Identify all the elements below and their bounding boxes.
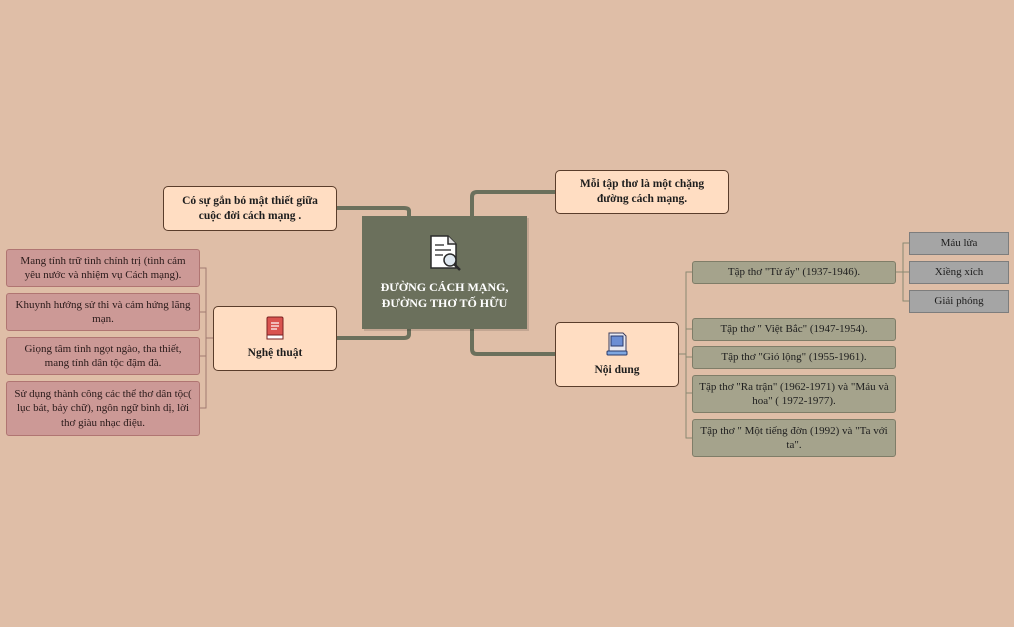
computer-icon <box>606 332 628 356</box>
connector-central-nghe-thuat <box>334 327 411 340</box>
central-topic[interactable]: ĐƯỜNG CÁCH MẠNG, ĐƯỜNG THƠ TỐ HỮU <box>362 216 527 329</box>
tu-ay-part[interactable]: Giải phóng <box>909 290 1009 313</box>
central-title: ĐƯỜNG CÁCH MẠNG, ĐƯỜNG THƠ TỐ HỮU <box>380 279 509 310</box>
topic-chang-duong-label: Mỗi tập thơ là một chặng đường cách mạng… <box>579 178 705 205</box>
nghe-thuat-item[interactable]: Giọng tâm tình ngọt ngào, tha thiết, man… <box>6 337 200 375</box>
connector-central-noi-dung <box>470 327 558 356</box>
connector-noi-dung-bus <box>678 271 687 439</box>
nghe-thuat-item[interactable]: Sử dụng thành công các thể thơ dân tộc( … <box>6 381 200 436</box>
red-book-icon <box>266 316 284 340</box>
noi-dung-item[interactable]: Tập thơ " Một tiếng đờn (1992) và "Ta vớ… <box>692 419 896 457</box>
noi-dung-item[interactable]: Tập thơ "Ra trận" (1962-1971) và "Máu và… <box>692 375 896 413</box>
nghe-thuat-item[interactable]: Khuynh hướng sử thi và cảm hứng lãng mạn… <box>6 293 200 331</box>
tu-ay-part[interactable]: Máu lửa <box>909 232 1009 255</box>
connector-nghe-thuat-bus <box>205 267 214 409</box>
connector-central-top-right <box>470 190 558 218</box>
topic-nghe-thuat[interactable]: Nghệ thuật <box>213 306 337 371</box>
topic-noi-dung-label: Nội dung <box>594 364 640 377</box>
connector-tu-ay-bus <box>895 242 904 302</box>
topic-chang-duong[interactable]: Mỗi tập thơ là một chặng đường cách mạng… <box>555 170 729 214</box>
document-search-icon <box>429 235 461 271</box>
topic-nghe-thuat-label: Nghệ thuật <box>247 347 303 360</box>
noi-dung-item[interactable]: Tập thơ " Việt Bắc" (1947-1954). <box>692 318 896 341</box>
nghe-thuat-item[interactable]: Mang tính trữ tình chính trị (tình cảm y… <box>6 249 200 287</box>
noi-dung-item[interactable]: Tập thơ "Gió lộng" (1955-1961). <box>692 346 896 369</box>
tu-ay-part[interactable]: Xiềng xích <box>909 261 1009 284</box>
topic-gan-bo[interactable]: Có sự gắn bó mật thiết giữa cuộc đời các… <box>163 186 337 231</box>
noi-dung-item[interactable]: Tập thơ "Từ ấy" (1937-1946). <box>692 261 896 284</box>
topic-noi-dung[interactable]: Nội dung <box>555 322 679 387</box>
topic-gan-bo-label: Có sự gắn bó mật thiết giữa cuộc đời các… <box>182 194 318 222</box>
connector-central-top-left <box>334 206 411 218</box>
